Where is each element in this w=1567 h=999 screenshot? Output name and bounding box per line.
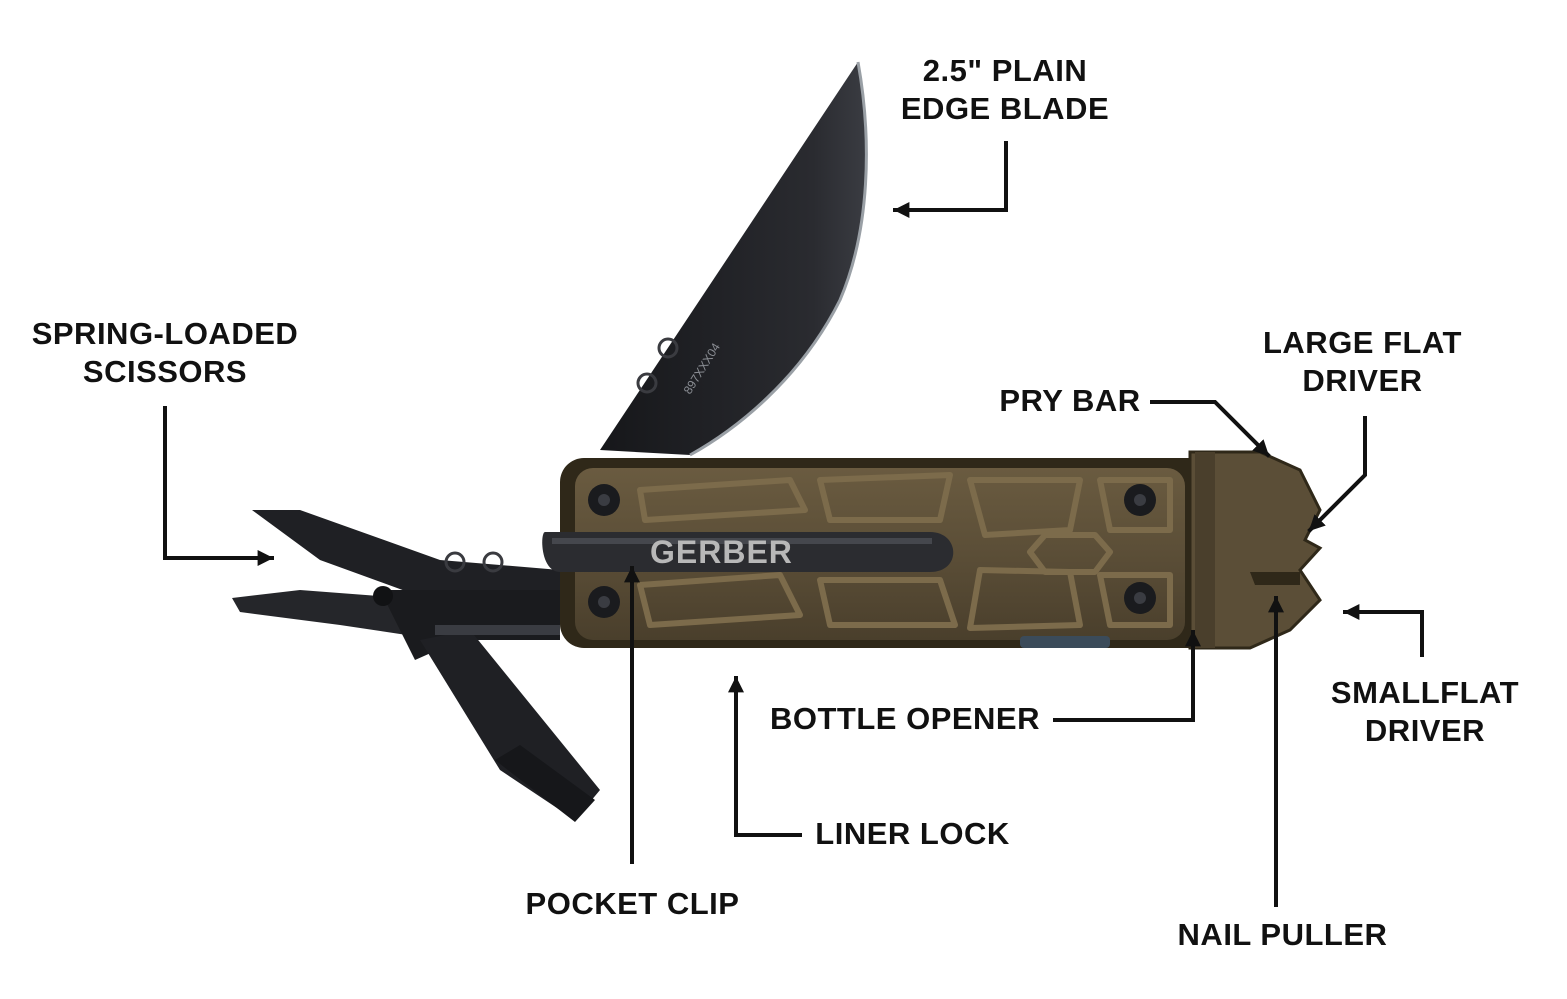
- label-pocket-clip: POCKET CLIP: [525, 886, 740, 921]
- label-scissors: SPRING-LOADED SCISSORS: [31, 316, 299, 389]
- label-blade: 2.5" PLAIN EDGE BLADE: [900, 53, 1110, 126]
- callout-lines: [163, 141, 1424, 907]
- screw: [588, 484, 620, 516]
- label-pry-bar: PRY BAR: [999, 383, 1141, 418]
- pry-bar-callout-line: [1150, 400, 1271, 458]
- blade-callout-line: [893, 141, 1008, 218]
- bottle-opener-callout-line: [1053, 630, 1201, 722]
- scissors: [232, 510, 600, 822]
- label-nail-puller: NAIL PULLER: [1177, 917, 1388, 952]
- handle-texture: [637, 472, 1173, 631]
- screw: [588, 586, 620, 618]
- pocket-clip: GERBER: [542, 532, 954, 572]
- scissors-pivot: [373, 586, 393, 606]
- label-small-driver: SMALLFLAT DRIVER: [1330, 675, 1520, 748]
- label-bottle-opener: BOTTLE OPENER: [769, 701, 1040, 736]
- label-liner-lock: LINER LOCK: [815, 816, 1010, 851]
- blade-rivet: [636, 372, 658, 394]
- large-driver-callout-line: [1307, 416, 1367, 533]
- label-large-driver: LARGE FLAT DRIVER: [1262, 325, 1462, 398]
- brand-logo: GERBER: [650, 534, 793, 570]
- liner-lock-callout-line: [728, 676, 802, 837]
- nail-puller-notch: [1250, 572, 1300, 585]
- blade-rivet: [657, 337, 679, 359]
- screw: [1124, 582, 1156, 614]
- screw: [1124, 484, 1156, 516]
- tool-head: [1188, 450, 1323, 650]
- blade: 897XXX04: [600, 61, 868, 457]
- liner-lock-tab: [1020, 636, 1110, 648]
- scissors-callout-line: [163, 406, 274, 566]
- small-driver-callout-line: [1343, 604, 1424, 657]
